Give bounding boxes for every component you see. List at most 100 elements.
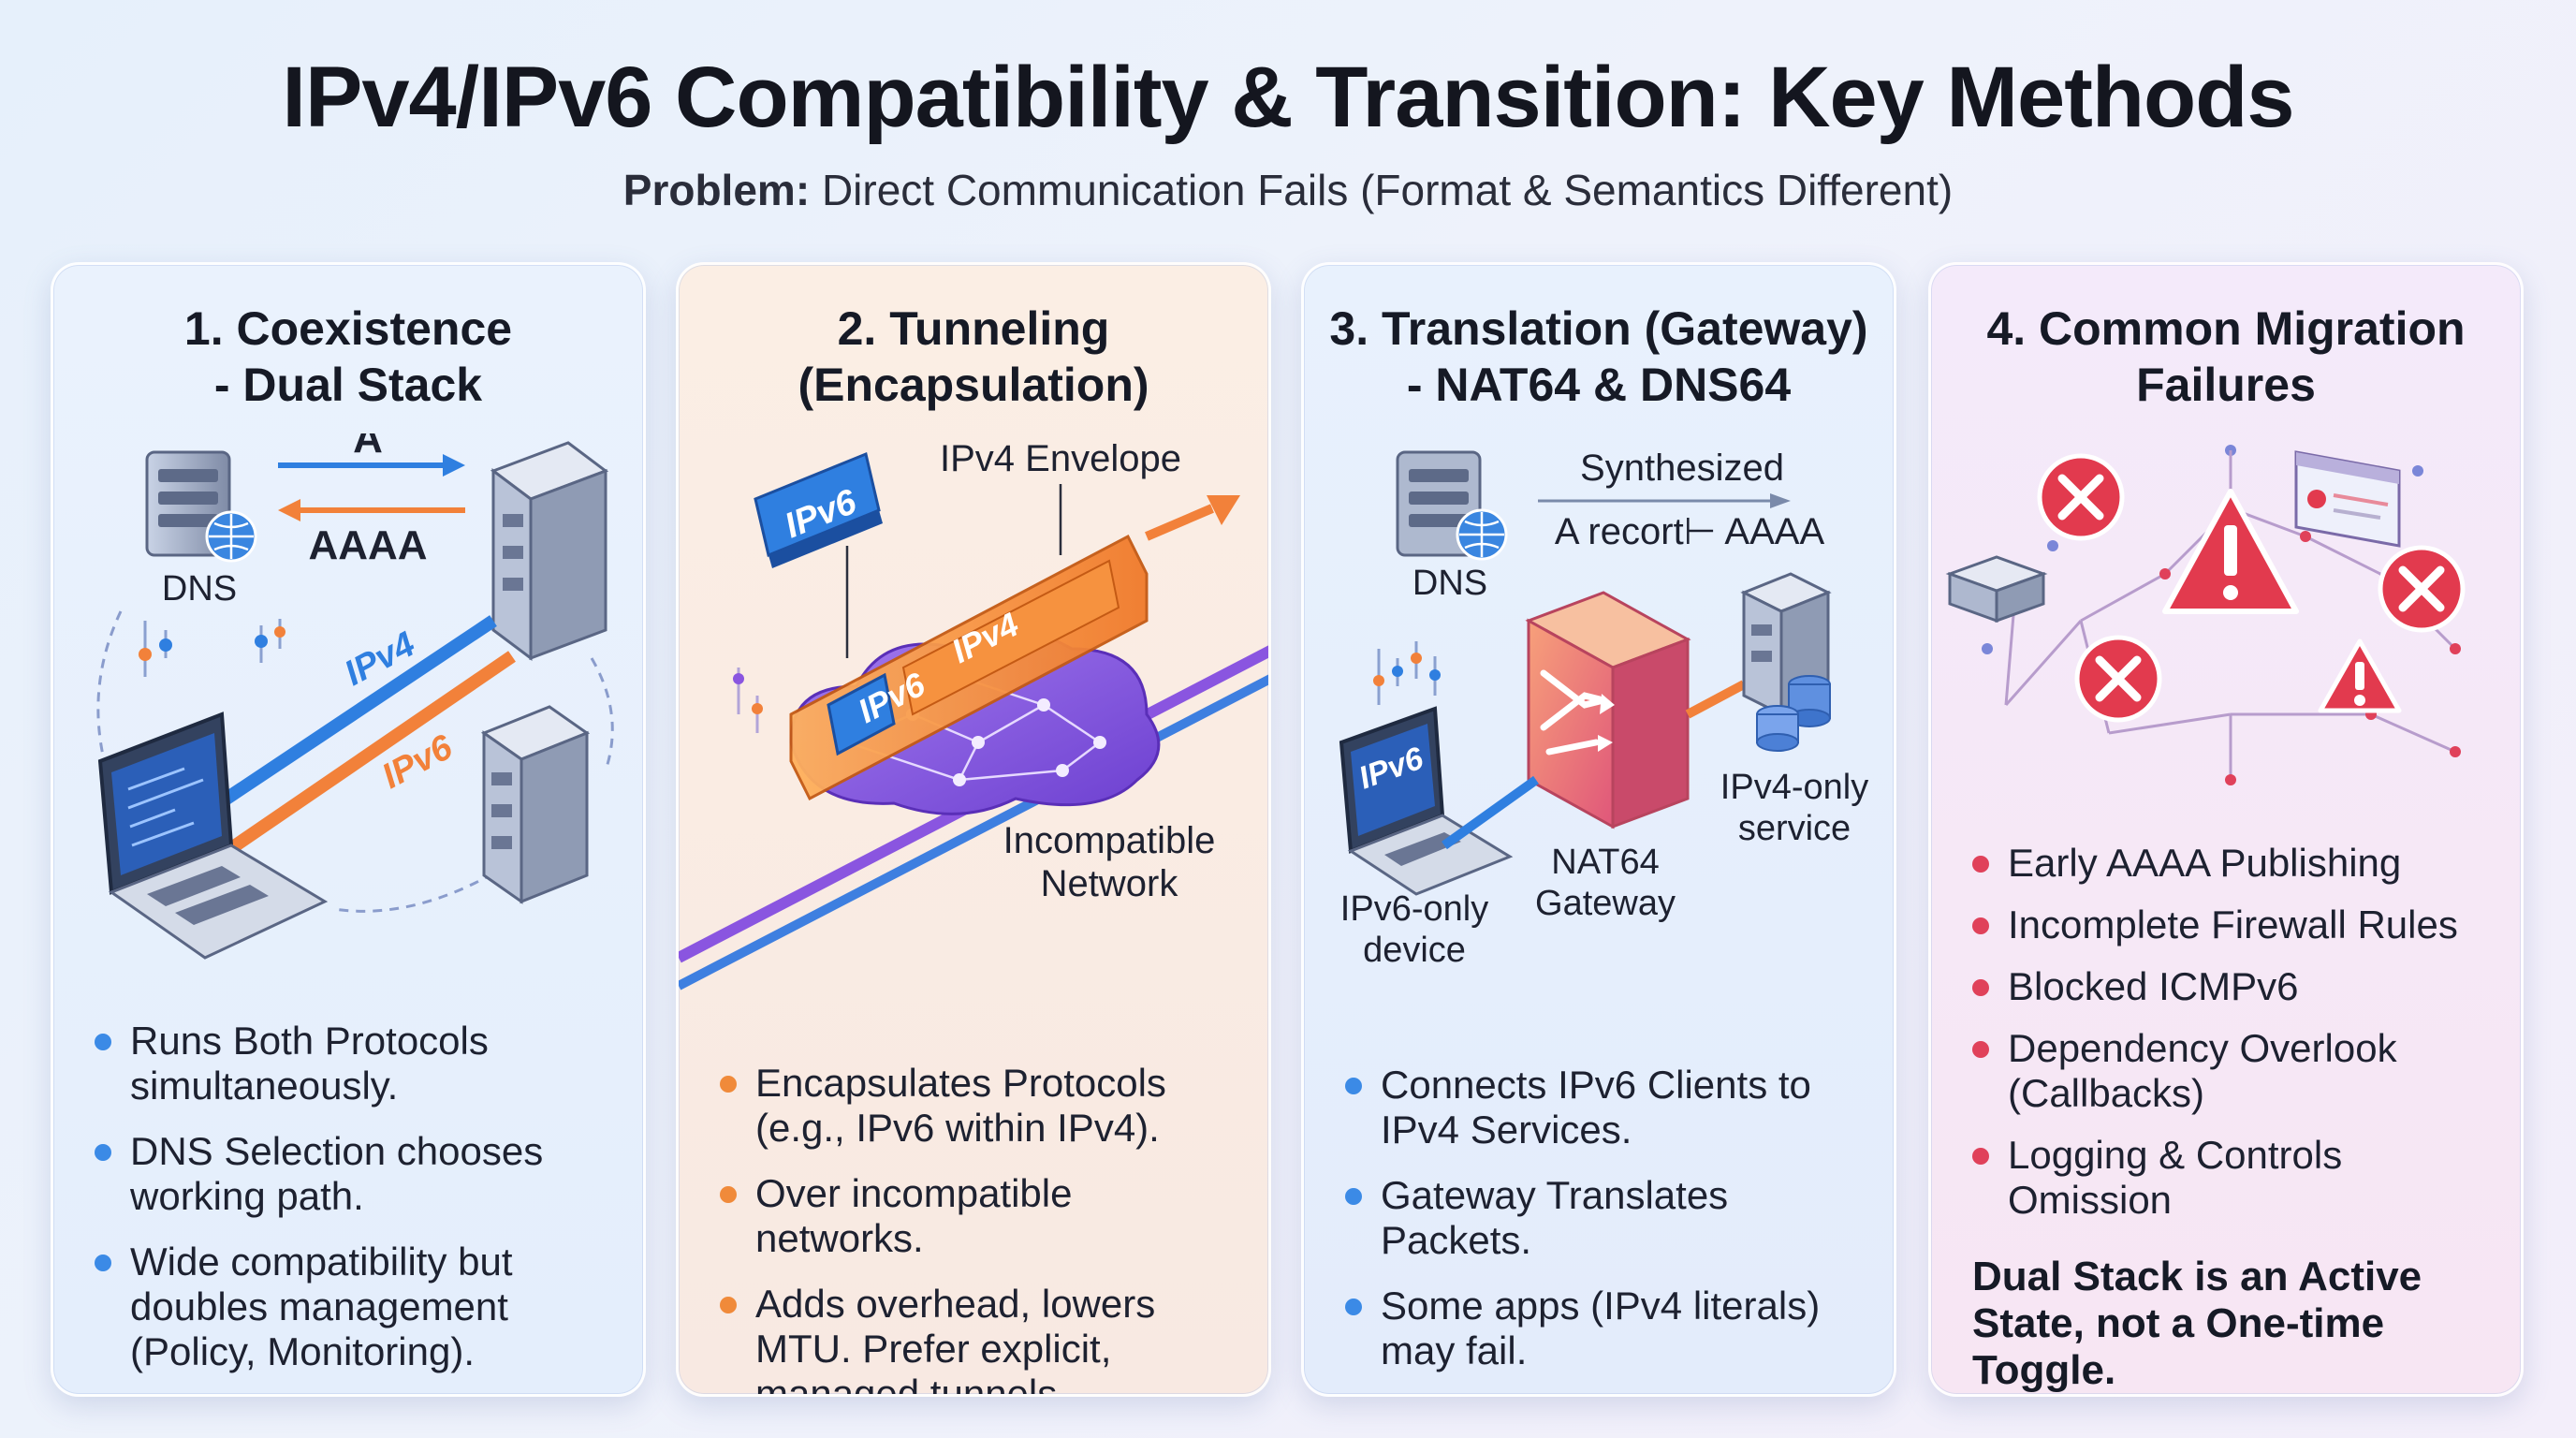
- device-label-line2: device: [1363, 931, 1466, 970]
- bullet-dot: [1345, 1299, 1362, 1315]
- panel-title-line2: (Encapsulation): [798, 359, 1149, 411]
- ipv4-envelope-tunnel: [789, 534, 1149, 801]
- server-icon-ipv6: [480, 705, 591, 904]
- bullet-dot: [1972, 1148, 1989, 1165]
- panel-title-line1: 2. Tunneling: [837, 302, 1110, 355]
- dns-label: DNS: [162, 569, 237, 609]
- list-item: Early AAAA Publishing: [1969, 841, 2502, 886]
- bullet-text: Wide compatibility but doubles managemen…: [130, 1240, 513, 1373]
- bullet-dot: [1345, 1078, 1362, 1094]
- list-item: Adds overhead, lowers MTU. Prefer explic…: [716, 1282, 1250, 1397]
- bullet-dot: [1972, 979, 1989, 996]
- browser-window-icon: [2294, 450, 2401, 548]
- list-item: Over incompatible networks.: [716, 1171, 1250, 1261]
- bullet-text: Over incompatible networks.: [755, 1171, 1073, 1260]
- bullet-list: Runs Both Protocols simultaneously. DNS …: [91, 1019, 624, 1394]
- panel-title: 1. Coexistence - Dual Stack: [53, 301, 643, 413]
- warning-icon: [2162, 489, 2299, 614]
- error-x-icon: [2074, 635, 2162, 723]
- bullet-list: Connects IPv6 Clients to IPv4 Services. …: [1341, 1063, 1875, 1394]
- envelope-label: IPv4 Envelope: [940, 438, 1181, 479]
- bullet-text: Runs Both Protocols simultaneously.: [130, 1019, 489, 1108]
- translation-illustration: DNS Synthesized A recort⊢ AAAA: [1339, 448, 1868, 970]
- list-item: DNS Selection chooses working path.: [91, 1129, 624, 1219]
- network-label-line1: Incompatible: [1003, 820, 1216, 861]
- warning-icon: [2318, 638, 2402, 713]
- synthesized-record-label: A recort⊢ AAAA: [1555, 511, 1825, 552]
- panel-tunneling: 2. Tunneling (Encapsulation): [676, 262, 1271, 1397]
- bullet-dot: [95, 1255, 111, 1271]
- bullet-dot: [95, 1144, 111, 1161]
- bullet-text: Some apps (IPv4 literals) may fail.: [1381, 1284, 1821, 1372]
- bullet-text: DNS Selection chooses working path.: [130, 1129, 544, 1218]
- server-icon-ipv4: [490, 441, 609, 661]
- list-item: Blocked ICMPv6: [1969, 964, 2502, 1009]
- list-item: Dependency Overlook (Callbacks): [1969, 1026, 2502, 1116]
- list-item: Connects IPv6 Clients to IPv4 Services.: [1341, 1063, 1875, 1152]
- bullet-text: Incomplete Firewall Rules: [2008, 902, 2458, 946]
- error-x-icon: [2037, 453, 2125, 541]
- dual-stack-illustration: DNS A AAAA IPv4 IPv6: [96, 433, 614, 960]
- failures-illustration: [1945, 445, 2466, 785]
- closing-note: Dual Stack is an Active State, not a One…: [1972, 1254, 2422, 1393]
- bullet-text: Encapsulates Protocols (e.g., IPv6 withi…: [755, 1061, 1166, 1150]
- ipv6-packet-icon: [754, 451, 883, 568]
- page-subtitle: Problem: Direct Communication Fails (For…: [0, 165, 2576, 215]
- bullet-text: Blocked ICMPv6: [2008, 964, 2299, 1008]
- list-item: Some apps (IPv4 literals) may fail.: [1341, 1284, 1875, 1373]
- bullet-dot: [1972, 856, 1989, 873]
- tunneling-illustration: IPv6 IPv4 IPv6 IPv4 Envelope Incompatibl…: [679, 438, 1268, 990]
- bullet-dot: [720, 1186, 737, 1203]
- laptop-icon: [97, 712, 329, 960]
- bullet-dot: [720, 1297, 737, 1313]
- error-x-icon: [2378, 545, 2466, 633]
- nat64-gateway-icon: [1525, 591, 1691, 829]
- gateway-label-line1: NAT64: [1551, 843, 1659, 882]
- subtitle-label: Problem:: [622, 166, 811, 214]
- service-label-line2: service: [1738, 809, 1851, 848]
- bullet-dot: [95, 1034, 111, 1050]
- service-label-line1: IPv4-only: [1720, 768, 1868, 807]
- list-item: Logging & Controls Omission: [1969, 1133, 2502, 1223]
- dns-server-icon: [1396, 450, 1508, 561]
- ipv4-server-icon: [1740, 572, 1832, 752]
- bullet-list: Early AAAA Publishing Incomplete Firewal…: [1969, 841, 2502, 1240]
- panel-title-line2: - NAT64 & DNS64: [1406, 359, 1792, 411]
- gateway-label-line2: Gateway: [1535, 884, 1676, 923]
- laptop-icon: [1339, 706, 1514, 896]
- dns-server-icon: [145, 450, 257, 563]
- aaaa-record-label: AAAA: [308, 522, 427, 568]
- page-title: IPv4/IPv6 Compatibility & Transition: Ke…: [282, 50, 2294, 145]
- network-label-line2: Network: [1041, 863, 1179, 904]
- bullet-dot: [1972, 917, 1989, 934]
- panel-title: 4. Common Migration Failures: [1931, 301, 2521, 413]
- synthesized-label: Synthesized: [1580, 448, 1784, 489]
- bullet-text: Early AAAA Publishing: [2008, 841, 2402, 885]
- bullet-list: Encapsulates Protocols (e.g., IPv6 withi…: [716, 1061, 1250, 1397]
- panel-title: 3. Translation (Gateway) - NAT64 & DNS64: [1304, 301, 1894, 413]
- bullet-dot: [720, 1076, 737, 1093]
- bullet-text: Dependency Overlook (Callbacks): [2008, 1026, 2397, 1115]
- panel-dual-stack: 1. Coexistence - Dual Stack DNS A AAAA: [51, 262, 646, 1397]
- bullet-text: Logging & Controls Omission: [2008, 1133, 2343, 1222]
- list-item: Encapsulates Protocols (e.g., IPv6 withi…: [716, 1061, 1250, 1151]
- bullet-dot: [1972, 1041, 1989, 1058]
- bullet-text: Gateway Translates Packets.: [1381, 1173, 1729, 1262]
- bullet-text: Adds overhead, lowers MTU. Prefer explic…: [755, 1282, 1156, 1397]
- panel-translation: 3. Translation (Gateway) - NAT64 & DNS64…: [1301, 262, 1896, 1397]
- panel-title: 2. Tunneling (Encapsulation): [679, 301, 1268, 413]
- panel-title-line1: 3. Translation (Gateway): [1329, 302, 1868, 355]
- list-item: Runs Both Protocols simultaneously.: [91, 1019, 624, 1108]
- subtitle-text: Direct Communication Fails (Format & Sem…: [821, 166, 1954, 214]
- panel-title-line2: - Dual Stack: [213, 359, 483, 411]
- list-item: Wide compatibility but doubles managemen…: [91, 1240, 624, 1374]
- panel-migration-failures: 4. Common Migration Failures: [1928, 262, 2524, 1397]
- bullet-text: Connects IPv6 Clients to IPv4 Services.: [1381, 1063, 1811, 1152]
- bullet-dot: [1345, 1188, 1362, 1205]
- dns-label: DNS: [1412, 564, 1487, 603]
- a-record-label: A: [353, 433, 383, 462]
- list-item: Incomplete Firewall Rules: [1969, 902, 2502, 947]
- panel-title-line2: Failures: [2136, 359, 2316, 411]
- panel-title-line1: 1. Coexistence: [183, 302, 513, 355]
- panel-title-line1: 4. Common Migration: [1986, 302, 2466, 355]
